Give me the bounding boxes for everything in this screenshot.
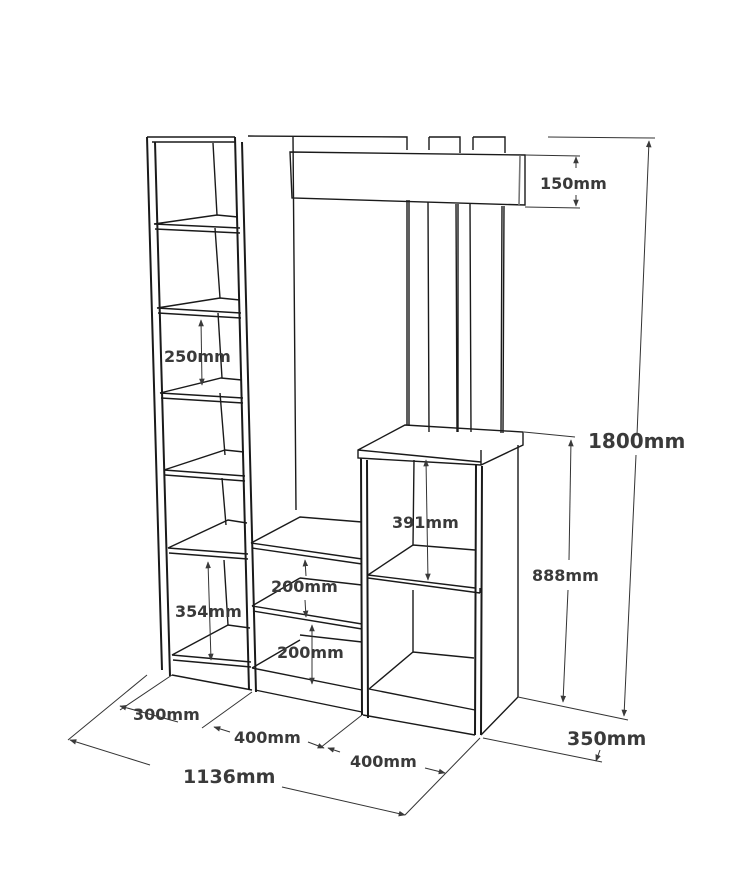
dim-label-200mm-lower: 200mm: [277, 643, 344, 662]
dim-label-300mm: 300mm: [133, 705, 200, 724]
coat-rack-panel: [247, 135, 526, 511]
dim-label-391mm: 391mm: [392, 513, 459, 532]
dim-label-250mm: 250mm: [164, 347, 231, 366]
dimension-lines: [67, 136, 656, 817]
dim-label-888mm: 888mm: [532, 566, 599, 585]
dim-label-200mm-upper: 200mm: [271, 577, 338, 596]
dim-label-354mm: 354mm: [175, 602, 242, 621]
dim-label-400mm-middle: 400mm: [234, 728, 301, 747]
side-cabinet: [357, 424, 524, 736]
dim-label-350mm: 350mm: [567, 728, 646, 750]
dim-label-1800mm: 1800mm: [588, 429, 685, 453]
middle-bench: [250, 516, 363, 713]
dim-label-150mm: 150mm: [540, 174, 607, 193]
dim-label-400mm-right: 400mm: [350, 752, 417, 771]
dim-label-1136mm: 1136mm: [183, 766, 275, 788]
